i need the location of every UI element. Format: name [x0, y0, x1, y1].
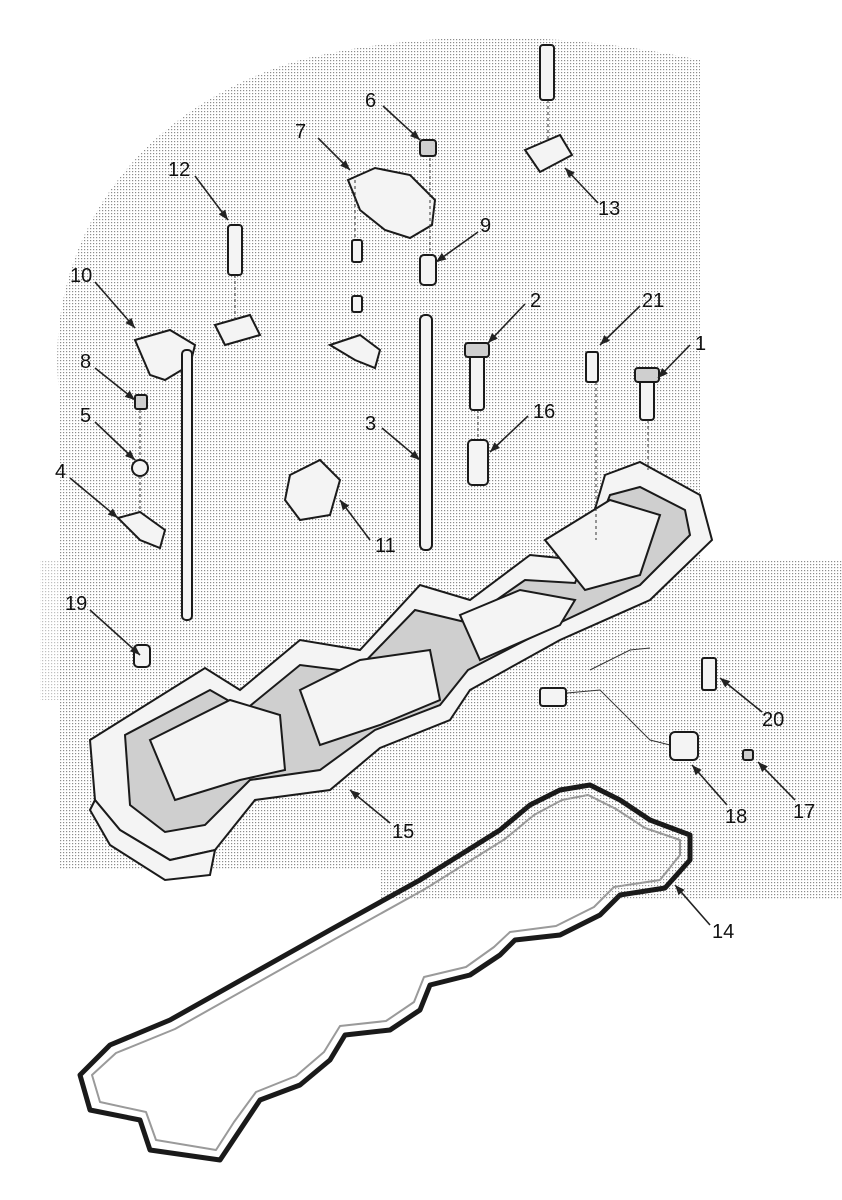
callout-arrowhead-1: [658, 368, 668, 378]
callout-arrowhead-17: [758, 762, 768, 772]
callout-label-21: 21: [642, 290, 664, 312]
callout-label-19: 19: [65, 593, 87, 615]
callout-label-13: 13: [598, 198, 620, 220]
valve-cover-gasket: [77, 782, 693, 1163]
callout-label-3: 3: [365, 413, 376, 435]
callout-label-2: 2: [530, 290, 541, 312]
callout-arrowhead-18: [692, 765, 702, 776]
callout-label-20: 20: [762, 709, 784, 731]
callout-arrowhead-5: [124, 450, 135, 460]
callout-arrowhead-14: [675, 885, 685, 896]
callout-label-12: 12: [168, 159, 190, 181]
callout-arrowhead-9: [436, 252, 447, 262]
callout-arrowhead-19: [129, 645, 140, 655]
callout-arrowhead-7: [340, 160, 350, 170]
callout-arrowhead-11: [340, 500, 350, 511]
callout-label-1: 1: [695, 333, 706, 355]
callout-label-18: 18: [725, 806, 747, 828]
callout-label-17: 17: [793, 801, 815, 823]
callout-leader-10: [94, 281, 136, 329]
callout-label-15: 15: [392, 821, 414, 843]
callout-arrowhead-21: [600, 335, 610, 345]
callout-arrowhead-8: [124, 390, 135, 400]
callout-label-4: 4: [55, 461, 66, 483]
callout-label-8: 8: [80, 351, 91, 373]
valve-cover-housing: [88, 460, 714, 882]
callout-arrowhead-15: [350, 790, 361, 800]
callout-label-16: 16: [533, 401, 555, 423]
callout-arrowhead-20: [720, 678, 731, 688]
callout-arrowhead-2: [488, 332, 498, 343]
callout-label-14: 14: [712, 921, 734, 943]
callout-arrowhead-6: [409, 130, 420, 140]
callout-leader-19: [89, 609, 141, 656]
callout-label-5: 5: [80, 405, 91, 427]
callout-label-10: 10: [70, 265, 92, 287]
callout-arrowhead-13: [565, 168, 575, 179]
callout-arrowhead-4: [107, 508, 118, 518]
callout-leader-4: [69, 477, 119, 519]
callout-arrowhead-12: [218, 209, 228, 220]
callout-arrowhead-16: [490, 442, 501, 452]
callout-label-9: 9: [480, 215, 491, 237]
callout-label-7: 7: [295, 121, 306, 143]
callout-arrowhead-3: [409, 450, 420, 460]
callout-arrowhead-10: [125, 317, 135, 328]
component-parts: [116, 44, 754, 761]
callout-label-11: 11: [375, 535, 396, 557]
callout-label-6: 6: [365, 90, 376, 112]
